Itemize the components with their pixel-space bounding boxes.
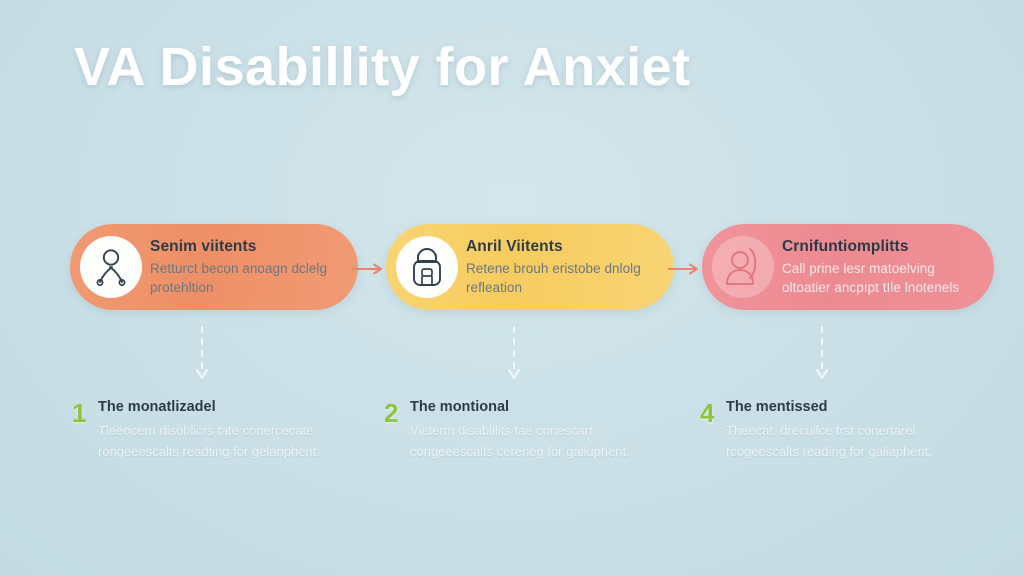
arrow-down-dashed-icon [506, 326, 522, 386]
note-item-2-body: The montional Vieterm disablilits tae co… [410, 398, 650, 462]
backpack-icon [396, 236, 458, 298]
note-item-3-desc: Theecat. drecuilce trst conertarel rcoge… [726, 422, 932, 459]
stage-card-2-title: Anril Viitents [466, 238, 563, 256]
note-item-3-number: 4 [700, 398, 715, 428]
stage-card-1-desc: Retturct becon anoagn dclelg protehltion [150, 260, 328, 295]
stage-card-2-text: Anril Viitents Retene brouh eristobe dnl… [466, 237, 674, 297]
stage-card-3[interactable]: Crnifuntiomplitts Call prine lesr matoel… [702, 224, 994, 310]
note-item-3: 4 The mentissed Theecat. drecuilce trst … [700, 398, 966, 462]
arrow-down-dashed-icon [814, 326, 830, 386]
person-avatar-icon [712, 236, 774, 298]
note-item-3-body: The mentissed Theecat. drecuilce trst co… [726, 398, 966, 462]
note-item-1: 1 The monatlizadel Tleeocern disoblicrs … [72, 398, 338, 462]
note-item-2-number: 2 [384, 398, 399, 428]
note-item-3-title: The mentissed [726, 399, 828, 415]
stage-card-1[interactable]: Senim viitents Retturct becon anoagn dcl… [70, 224, 358, 310]
stage-row: Senim viitents Retturct becon anoagn dcl… [70, 224, 994, 310]
note-item-1-title: The monatlizadel [98, 399, 216, 415]
arrow-right-icon [352, 262, 386, 276]
arrow-down-dashed-icon [194, 326, 210, 386]
stage-card-2[interactable]: Anril Viitents Retene brouh eristobe dnl… [386, 224, 674, 310]
stage-card-1-title: Senim viitents [150, 238, 257, 256]
stage-card-2-desc: Retene brouh eristobe dnlolg refleation [466, 260, 641, 295]
arrow-right-icon [668, 262, 702, 276]
notes-row: 1 The monatlizadel Tleeocern disoblicrs … [72, 398, 962, 518]
note-item-2: 2 The montional Vieterm disablilits tae … [384, 398, 650, 462]
stage-card-3-title: Crnifuntiomplitts [782, 238, 909, 256]
note-item-2-desc: Vieterm disablilits tae conescart congee… [410, 422, 630, 459]
stage-card-3-desc: Call prine lesr matoelving oltoatier anc… [782, 260, 960, 295]
note-item-1-number: 1 [72, 398, 87, 428]
stage-card-1-text: Senim viitents Retturct becon anoagn dcl… [150, 237, 358, 297]
note-item-2-title: The montional [410, 399, 510, 415]
page-title: VA Disabillity for Anxiet [74, 37, 691, 97]
stage-card-3-text: Crnifuntiomplitts Call prine lesr matoel… [782, 237, 994, 297]
crossed-person-icon [80, 236, 142, 298]
note-item-1-body: The monatlizadel Tleeocern disoblicrs ta… [98, 398, 338, 462]
note-item-1-desc: Tleeocern disoblicrs tate conercecate ro… [98, 422, 320, 459]
